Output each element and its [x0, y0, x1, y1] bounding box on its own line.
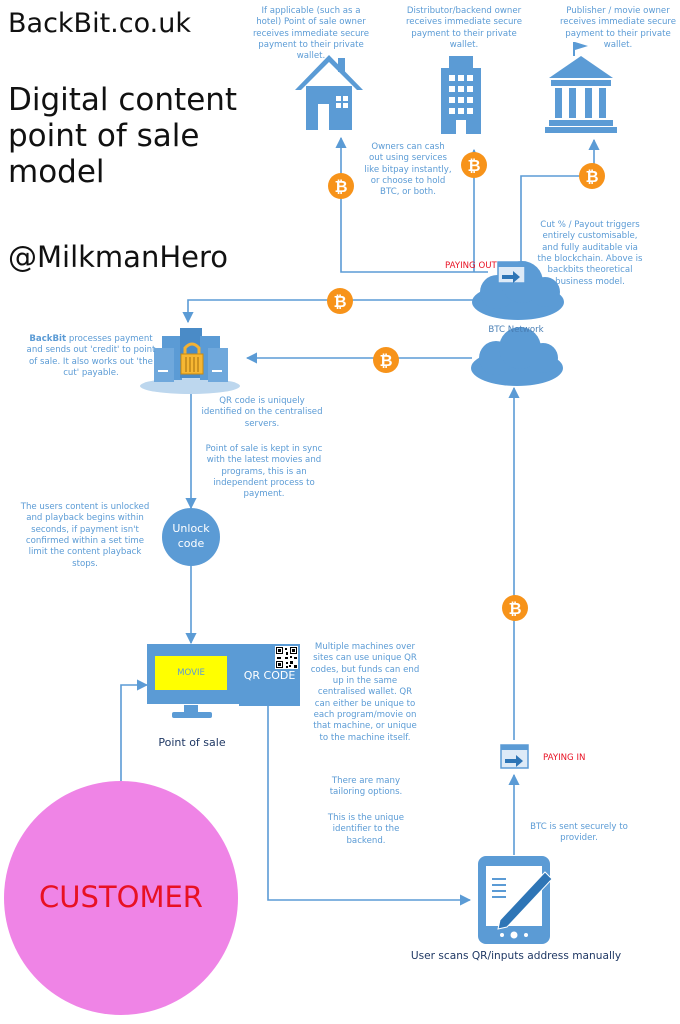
unlock-code-circle [162, 508, 220, 566]
unlock-code-label: Unlock code [172, 522, 210, 550]
page-title: Digital content point of sale model [8, 82, 237, 190]
publisher-note: Publisher / movie owner receives immedia… [559, 6, 677, 51]
page-title-line-3: model [8, 154, 105, 190]
bitcoin-coin-icon [502, 595, 528, 621]
customer-circle [4, 781, 238, 1015]
distributor-note: Distributor/backend owner receives immed… [405, 6, 523, 51]
paying-out-label: PAYING OUT [445, 261, 497, 271]
bank-building-icon [545, 42, 617, 133]
cloud-icon [471, 327, 563, 386]
monitor-icon [147, 644, 239, 718]
bitcoin-coin-icon [328, 173, 354, 199]
customer-label: CUSTOMER [39, 880, 203, 914]
movie-label: MOVIE [177, 668, 205, 678]
multiple-machines-note: Multiple machines over sites can use uni… [310, 642, 420, 743]
site-title: BackBit.co.uk [8, 8, 191, 39]
author-handle: @MilkmanHero [8, 240, 229, 274]
tablet-pen-icon [478, 856, 553, 944]
identifier-note: This is the unique identifier to the bac… [327, 813, 405, 846]
arrow-customer-to-pos [120, 679, 149, 782]
point-of-sale-label: Point of sale [158, 736, 226, 749]
bitcoin-coin-icon [373, 347, 399, 373]
tailoring-note: There are many tailoring options. [329, 776, 403, 798]
cash-out-note: Owners can cash out using services like … [364, 142, 452, 198]
arrow-to-publisher [520, 138, 600, 262]
bitcoin-coin-icon [461, 152, 487, 178]
page-title-line-2: point of sale [8, 118, 200, 154]
paying-in-label: PAYING IN [543, 753, 586, 763]
house-icon [295, 55, 363, 130]
backbit-process-note: BackBit processes payment and sends out … [24, 334, 158, 379]
user-scans-label: User scans QR/inputs address manually [410, 950, 622, 962]
unlocked-note: The users content is unlocked and playba… [20, 502, 150, 569]
connector-lines [120, 136, 600, 906]
backbit-brand: BackBit [29, 334, 67, 344]
movie-screen [155, 656, 227, 690]
cloud-icon [472, 261, 564, 320]
arrow-network-to-backbit [182, 299, 474, 324]
office-building-icon [441, 56, 481, 134]
transfer-arrow-icon [497, 261, 526, 284]
cut-payout-note: Cut % / Payout triggers entirely customi… [537, 220, 643, 287]
hotel-owner-note: If applicable (such as a hotel) Point of… [252, 6, 370, 62]
page-title-line-1: Digital content [8, 82, 238, 118]
arrow-qr-to-tablet [267, 706, 472, 906]
qr-code-label: QR CODE [243, 669, 296, 682]
backbit-process-text: processes payment and sends out 'credit'… [26, 334, 156, 379]
sync-note: Point of sale is kept in sync with the l… [205, 444, 323, 500]
btc-network-label: BTC Network [488, 325, 544, 335]
server-lock-icon [140, 328, 240, 394]
bitcoin-coin-icon [579, 163, 605, 189]
btc-sent-note: BTC is sent securely to provider. [530, 822, 628, 844]
bitcoin-coin-icon [327, 288, 353, 314]
qr-code-icon [275, 646, 298, 669]
transfer-arrow-icon [500, 744, 529, 769]
qr-unique-note: QR code is uniquely identified on the ce… [201, 396, 323, 429]
